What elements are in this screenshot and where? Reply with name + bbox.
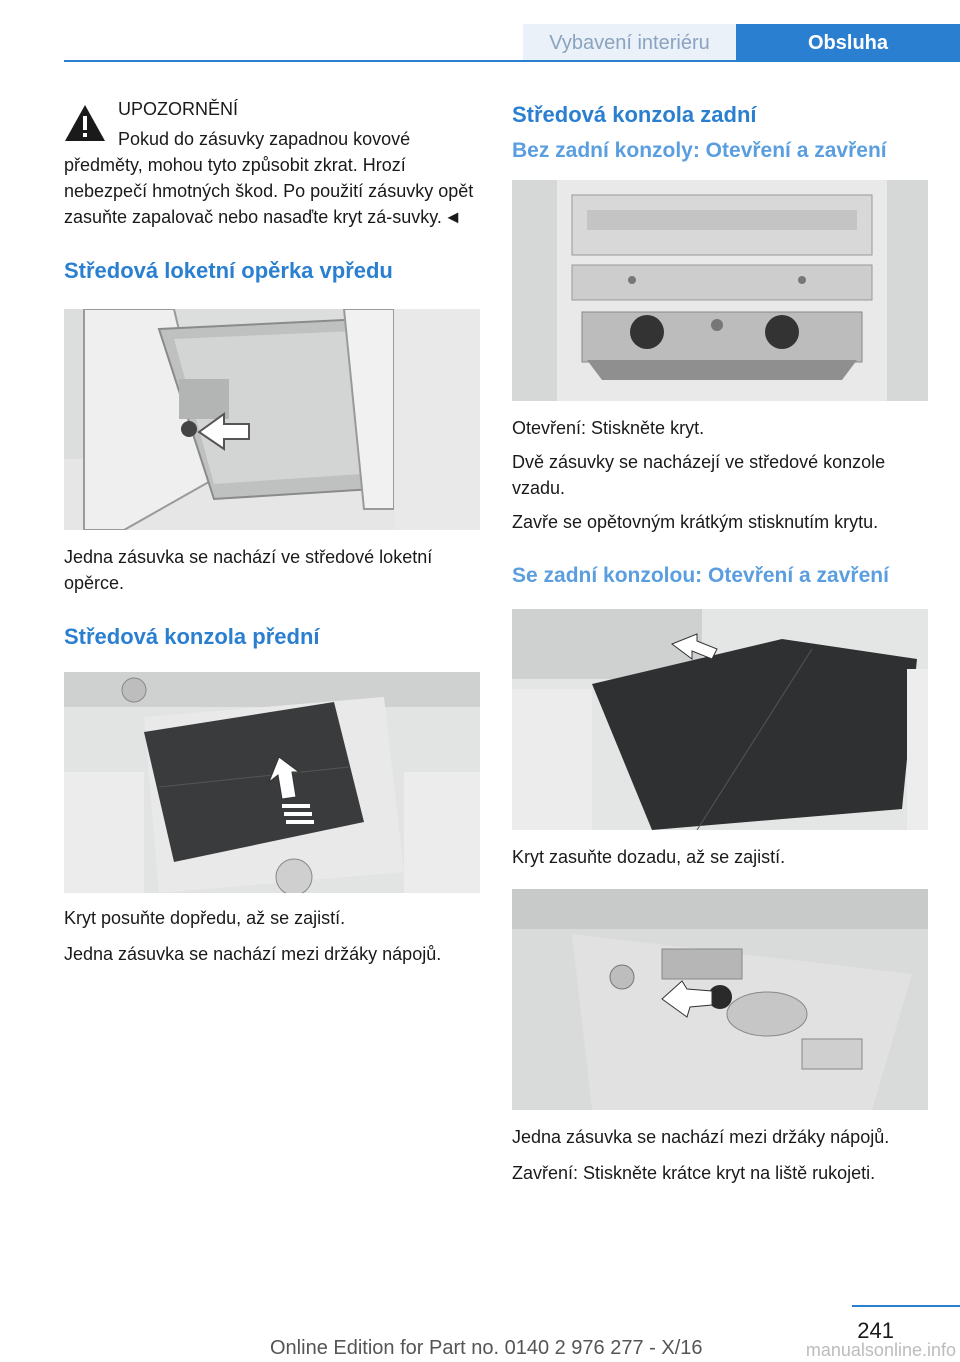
warning-block: UPOZORNĚNÍ Pokud do zásuvky zapadnou kov… [64,96,480,230]
front-console-p2: Jedna zásuvka se nachází mezi držáky náp… [64,944,442,964]
end-mark: ◄ [443,207,462,227]
warning-text: Pokud do zásuvky zapadnou kovové předmět… [64,126,480,230]
no-console-p3: Zavře se opětovným krátkým stisknutím kr… [512,512,879,532]
header-chapter-tab: Obsluha [736,24,960,62]
right-column: Středová konzola zadní Bez zadní konzoly… [512,96,928,1186]
left-column: UPOZORNĚNÍ Pokud do zásuvky zapadnou kov… [64,96,480,967]
header-section-tab: Vybavení interiéru [523,24,736,62]
armrest-caption: Jedna zásuvka se nachází ve středové lok… [64,547,433,593]
with-console-p2: Jedna zásuvka se nachází mezi držáky náp… [512,1127,890,1147]
front-console-illustration [64,672,480,893]
rear-console-heading: Středová konzola zadní [512,102,757,127]
header-rule [64,60,960,62]
no-console-subheading: Bez zadní konzoly: Otevření a zavření [512,139,887,162]
warning-triangle-icon [65,105,105,141]
warning-text-body: Pokud do zásuvky zapadnou kovové předmět… [64,129,474,227]
page-number: 241 [857,1318,894,1343]
front-console-p1: Kryt posuňte dopředu, až se zajistí. [64,908,346,928]
with-console-p3: Zavření: Stiskněte krátce kryt na liště … [512,1163,876,1183]
no-console-p1: Otevření: Stiskněte kryt. [512,418,705,438]
with-console-socket-illustration [512,889,928,1110]
rear-console-illustration [512,180,928,401]
watermark: manualsonline.info [805,1340,956,1360]
with-console-p1: Kryt zasuňte dozadu, až se zajistí. [512,847,786,867]
edition-line: Online Edition for Part no. 0140 2 976 2… [270,1337,703,1359]
footer-rule [852,1305,960,1307]
front-console-heading: Středová konzola přední [64,624,320,649]
armrest-illustration [64,309,480,530]
warning-title: UPOZORNĚNÍ [118,99,239,119]
no-console-p2: Dvě zásuvky se nacházejí ve středové kon… [512,452,886,498]
armrest-heading: Středová loketní opěrka vpředu [64,258,393,283]
with-console-subheading: Se zadní konzolou: Otevření a zavření [512,564,889,587]
with-console-cover-illustration [512,609,928,830]
